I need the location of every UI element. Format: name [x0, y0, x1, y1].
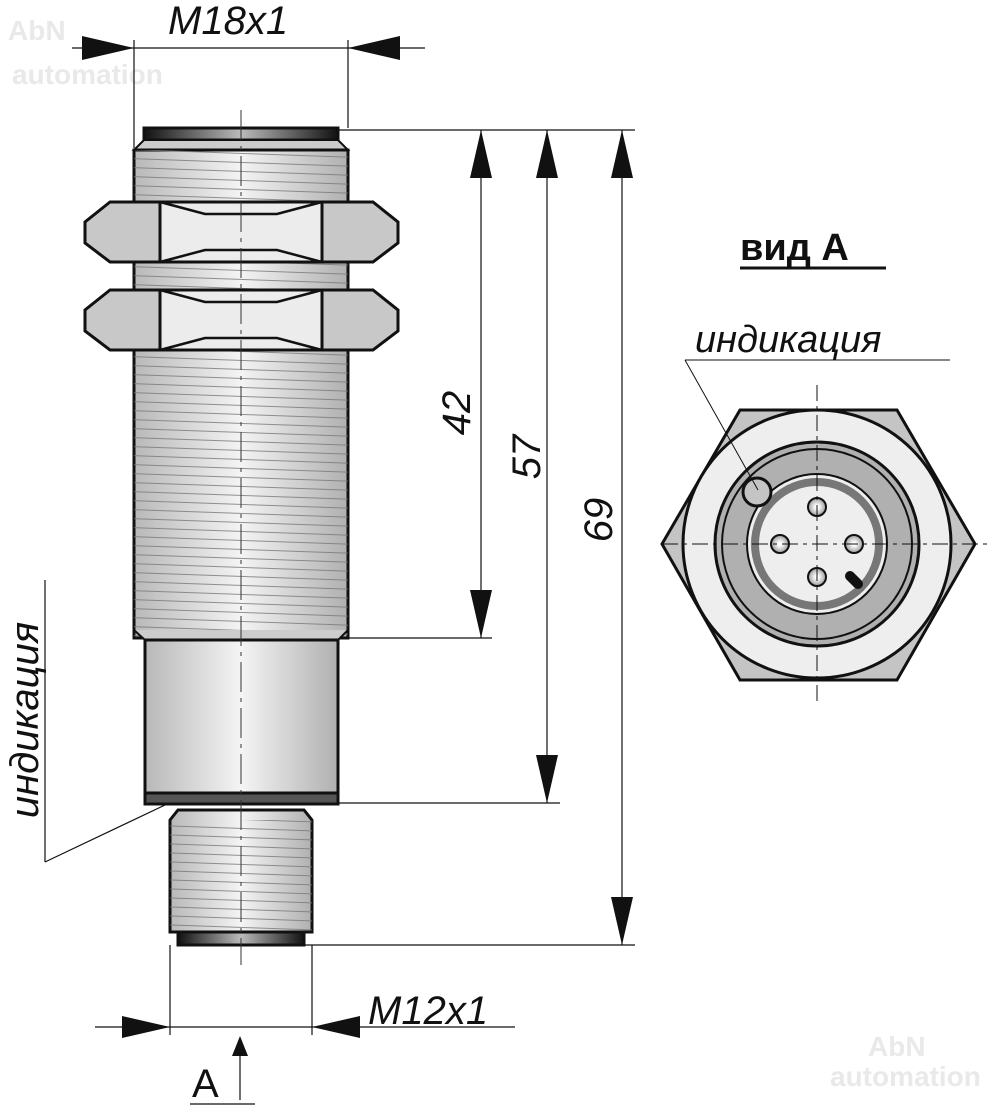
- indicator-led: [741, 476, 773, 508]
- dim-thread-bottom: M12x1: [368, 989, 488, 1033]
- watermark-top: AbN automation: [8, 15, 163, 90]
- key-notch: [845, 571, 863, 589]
- svg-text:AbN: AbN: [8, 15, 66, 46]
- view-a: [660, 359, 990, 705]
- watermark-bottom: AbN automation: [830, 1031, 981, 1092]
- dim-thread-top: M18x1: [168, 0, 288, 43]
- view-a-title: вид А: [740, 227, 849, 269]
- dim-42: 42: [435, 391, 479, 436]
- label-indication-side: индикация: [3, 622, 47, 818]
- svg-text:AbN: AbN: [868, 1031, 926, 1062]
- dimension-lines: [44, 36, 635, 1105]
- svg-text:automation: automation: [12, 59, 163, 90]
- label-indication-view: индикация: [695, 319, 881, 361]
- view-arrow-label: А: [192, 1062, 219, 1106]
- dim-57: 57: [505, 433, 549, 479]
- dim-69: 69: [577, 498, 621, 543]
- svg-text:automation: automation: [830, 1061, 981, 1092]
